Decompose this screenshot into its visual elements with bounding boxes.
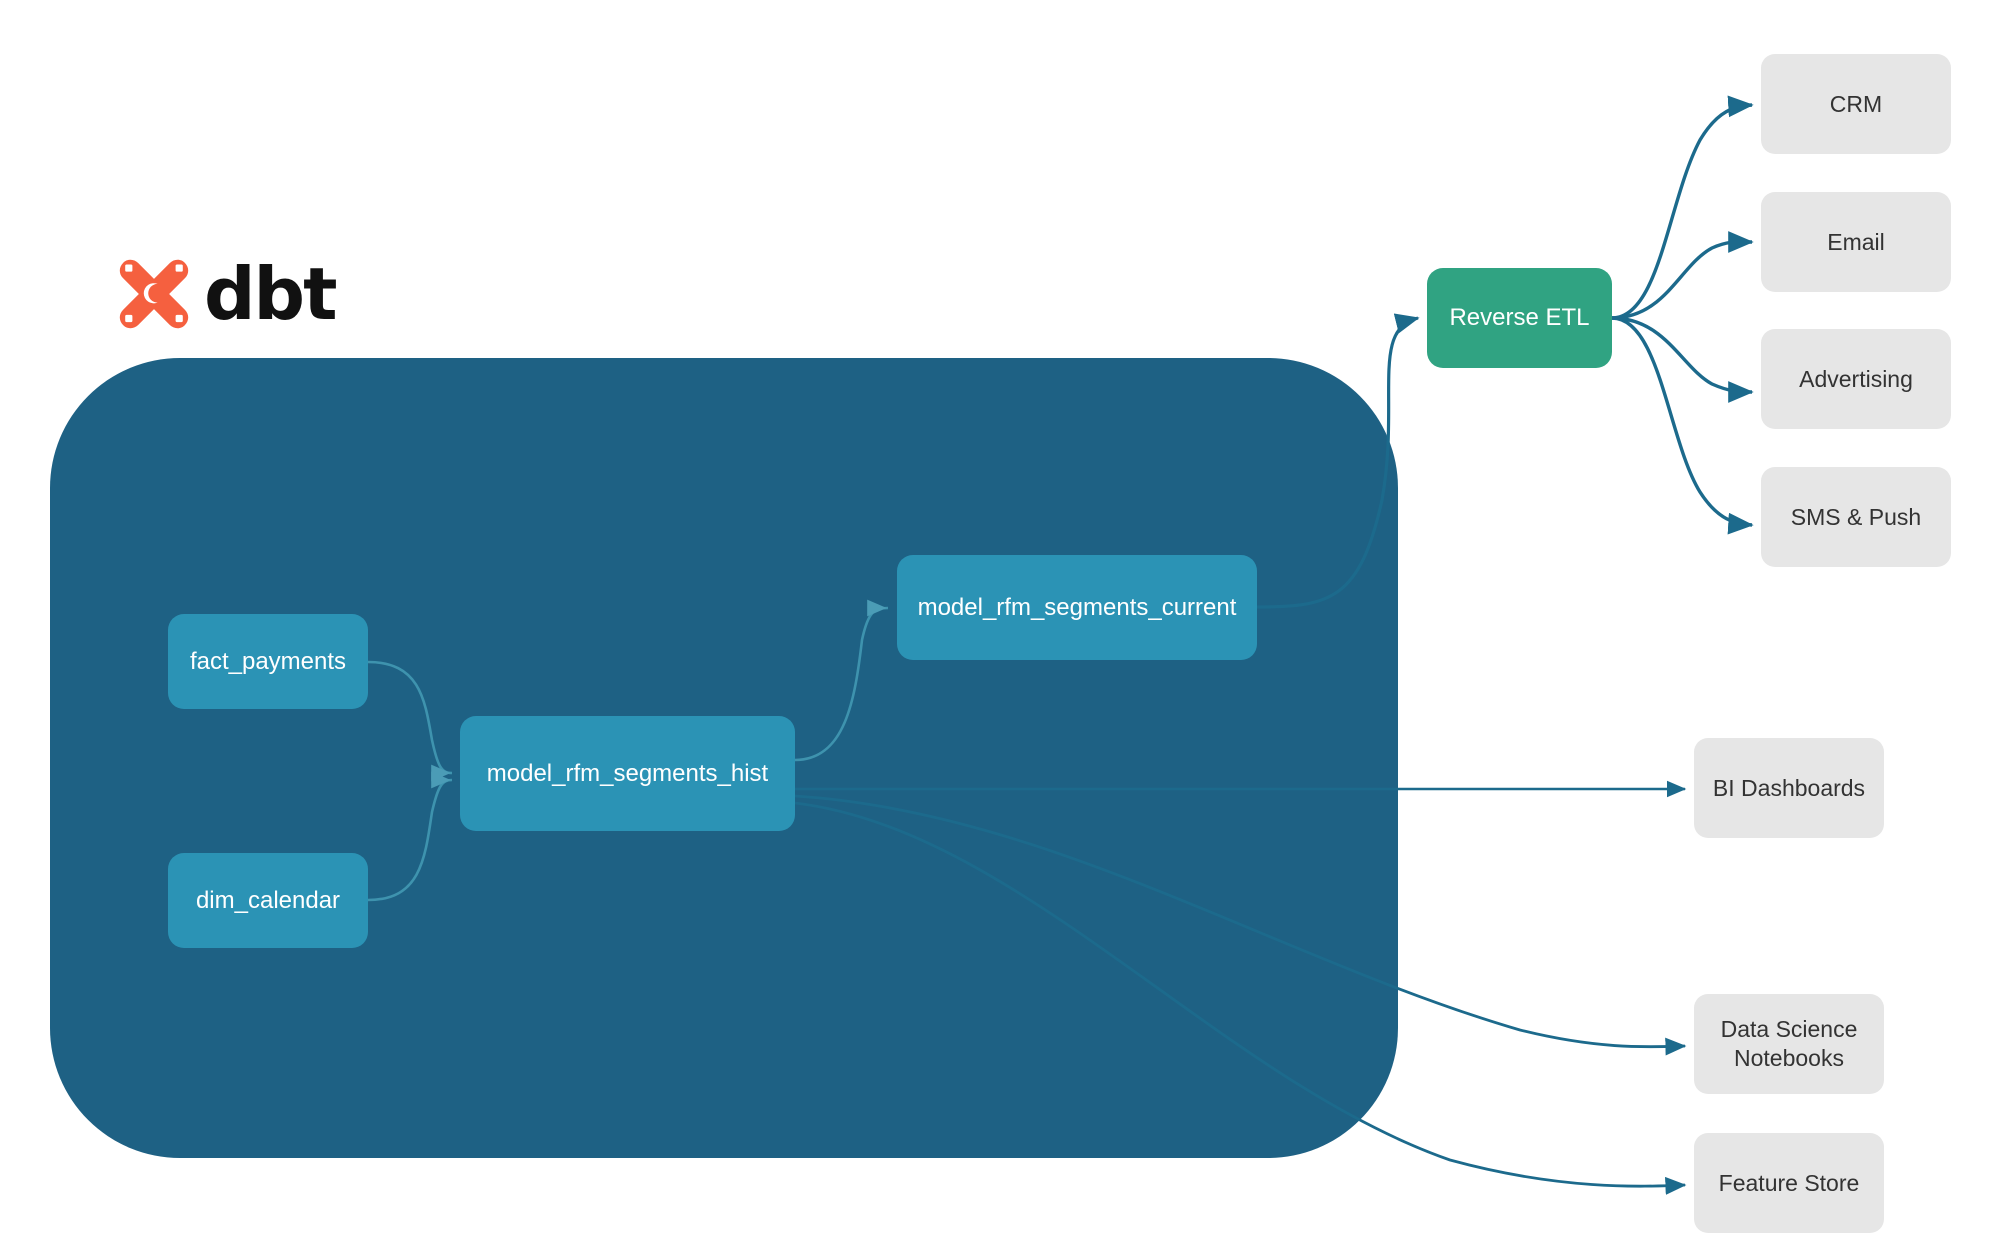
node-model-rfm-segments-hist[interactable]: model_rfm_segments_hist [460,716,795,831]
node-label: Advertising [1799,365,1913,392]
node-label: Reverse ETL [1449,304,1590,331]
node-model-rfm-segments-current[interactable]: model_rfm_segments_current [897,555,1257,660]
node-label: Data Science Notebooks [1720,1016,1858,1071]
node-label: dim_calendar [195,886,341,914]
node-dim-calendar[interactable]: dim_calendar [168,853,368,948]
node-email[interactable]: Email [1761,192,1951,292]
node-label: CRM [1829,90,1883,117]
node-feature-store[interactable]: Feature Store [1694,1133,1884,1233]
dbt-logo: dbt [118,252,337,336]
edge-reverse-etl-to-email [1611,231,1754,320]
node-data-science-notebooks[interactable]: Data Science Notebooks [1694,994,1884,1094]
node-sms-push[interactable]: SMS & Push [1761,467,1951,567]
node-reverse-etl[interactable]: Reverse ETL [1427,268,1612,368]
dbt-logo-icon [119,259,189,329]
edge-reverse-etl-to-crm [1611,95,1754,320]
node-label: Email [1827,228,1885,255]
node-label: BI Dashboards [1712,774,1866,801]
node-label: model_rfm_segments_hist [486,759,769,787]
node-label: SMS & Push [1790,503,1922,530]
edge-reverse-etl-to-advertising [1611,316,1754,403]
dbt-logo-text: dbt [204,252,337,336]
node-bi-dashboards[interactable]: BI Dashboards [1694,738,1884,838]
edge-reverse-etl-to-sms-push [1611,316,1754,535]
node-fact-payments[interactable]: fact_payments [168,614,368,709]
node-label: fact_payments [189,647,347,675]
node-advertising[interactable]: Advertising [1761,329,1951,429]
node-label: Feature Store [1718,1169,1860,1196]
node-label: model_rfm_segments_current [917,593,1237,621]
node-crm[interactable]: CRM [1761,54,1951,154]
